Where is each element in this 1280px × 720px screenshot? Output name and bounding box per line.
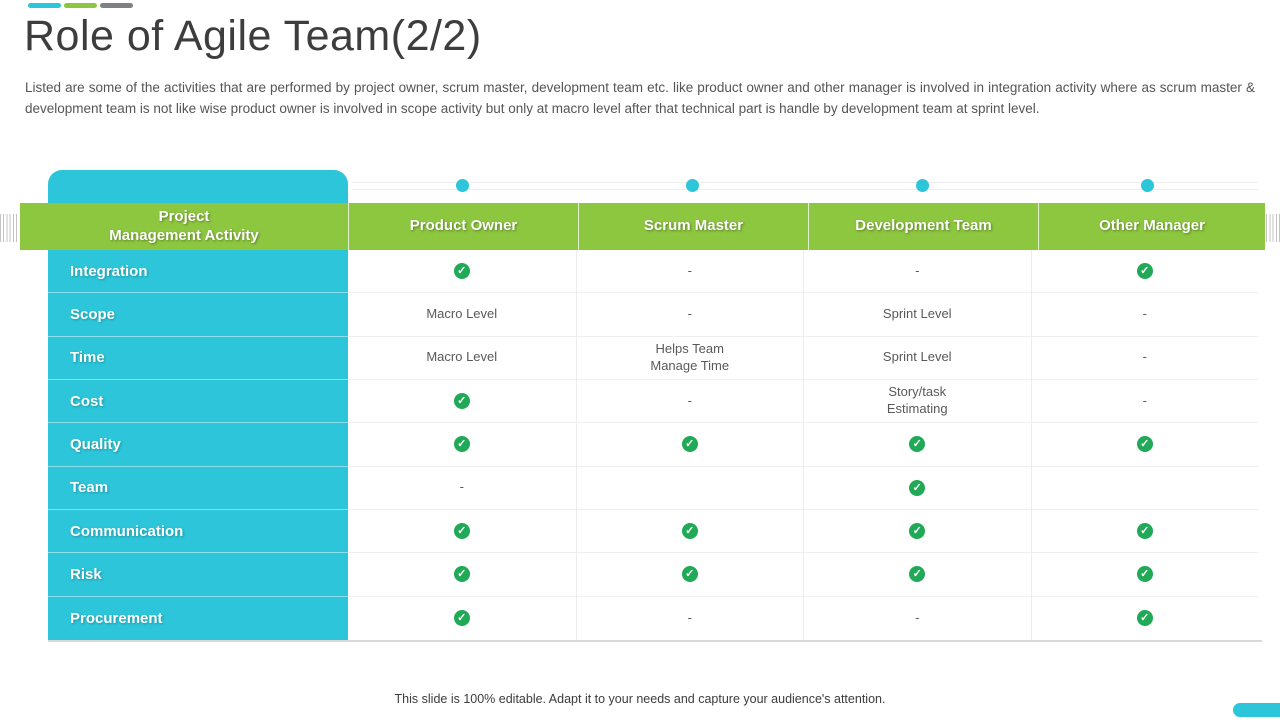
check-icon: ✓ — [453, 566, 470, 583]
activity-label: Communication — [48, 510, 348, 554]
right-fringe-decoration — [1263, 214, 1280, 242]
left-fringe-decoration — [0, 214, 17, 242]
header-cell-development-team: Development Team — [808, 203, 1038, 250]
check-icon: ✓ — [453, 523, 470, 540]
activity-label: Cost — [48, 380, 348, 424]
column-marker-dot — [456, 179, 469, 192]
table-cell: ✓ — [575, 509, 803, 554]
table-row: Risk ✓ ✓ ✓ ✓ — [48, 553, 1258, 597]
check-icon: ✓ — [453, 393, 470, 410]
footer-note: This slide is 100% editable. Adapt it to… — [394, 692, 886, 706]
table-cell: - — [575, 379, 803, 424]
table-cell: - — [575, 596, 804, 640]
page-title: Role of Agile Team(2/2) — [24, 12, 482, 60]
table-cell: - — [803, 250, 1031, 294]
table-cell — [575, 466, 803, 510]
table-cell: ✓ — [575, 553, 803, 597]
table-cell: ✓ — [348, 510, 576, 554]
check-icon: ✓ — [909, 479, 926, 496]
table-row: Cost ✓ -Story/task Estimating- — [48, 379, 1258, 424]
table-cell: ✓ — [1030, 250, 1258, 294]
check-icon: ✓ — [453, 263, 470, 280]
table-cell: - — [575, 293, 803, 337]
table-cell: Sprint Level — [803, 336, 1031, 380]
table-cell: - — [575, 250, 803, 294]
table-cell: Macro Level — [348, 293, 576, 337]
table-row: Team- ✓ — [48, 466, 1258, 510]
table-cell: ✓ — [348, 423, 576, 467]
table-cell: Macro Level — [348, 337, 576, 380]
check-icon: ✓ — [1136, 523, 1153, 540]
activity-label: Time — [48, 337, 348, 380]
activity-label: Scope — [48, 293, 348, 337]
table-cell: - — [348, 467, 576, 510]
column-marker-dot — [686, 179, 699, 192]
activity-label: Risk — [48, 553, 348, 597]
table-row: Quality ✓ ✓ ✓ ✓ — [48, 423, 1258, 467]
corner-accent-pill — [1233, 703, 1280, 717]
activity-label: Procurement — [70, 609, 163, 627]
table-cell: ✓ — [575, 423, 803, 467]
table-cell: ✓ — [803, 466, 1031, 510]
header-cell-product-owner: Product Owner — [348, 203, 578, 250]
table-cell: ✓ — [1030, 509, 1258, 554]
table-cell: - — [1030, 379, 1258, 424]
check-icon: ✓ — [1136, 436, 1153, 453]
table-cell: ✓ — [348, 597, 576, 640]
table-cell: Sprint Level — [803, 293, 1031, 337]
column-marker-dot — [916, 179, 929, 192]
table-header: Project Management Activity Product Owne… — [20, 203, 1265, 250]
table-cell: ✓ — [803, 423, 1031, 467]
header-cell-scrum-master: Scrum Master — [578, 203, 808, 250]
check-icon: ✓ — [1136, 263, 1153, 280]
table-cell: - — [1030, 293, 1258, 337]
check-icon: ✓ — [909, 436, 926, 453]
table-cell: - — [1030, 336, 1258, 380]
table-row: Communication ✓ ✓ ✓ ✓ — [48, 509, 1258, 554]
table-cell: ✓ — [803, 553, 1031, 597]
activity-label: Integration — [48, 250, 348, 294]
check-icon: ✓ — [681, 436, 698, 453]
table-cell — [1030, 466, 1258, 510]
activity-label: Quality — [48, 423, 348, 467]
table-cell: ✓ — [1030, 423, 1258, 467]
accent-bar-gray — [100, 3, 133, 8]
table-cell: ✓ — [348, 250, 576, 294]
check-icon: ✓ — [681, 566, 698, 583]
check-icon: ✓ — [909, 523, 926, 540]
table-cell: Story/task Estimating — [803, 379, 1031, 424]
slide-description: Listed are some of the activities that a… — [25, 80, 1255, 116]
table-cell: Helps Team Manage Time — [575, 336, 803, 380]
column-track-line — [352, 182, 1258, 190]
table-cell: ✓ — [803, 509, 1031, 554]
table-cell: ✓ — [1030, 553, 1258, 597]
header-cell-activity: Project Management Activity — [109, 207, 259, 244]
check-icon: ✓ — [681, 523, 698, 540]
table-cell: ✓ — [1030, 596, 1259, 640]
accent-bar-cyan — [28, 3, 61, 8]
column-marker-dot — [1141, 179, 1154, 192]
check-icon: ✓ — [453, 436, 470, 453]
table-bottom-line — [48, 640, 1262, 642]
accent-bar-green — [64, 3, 97, 8]
table-row: Integration ✓ -- ✓ — [48, 250, 1258, 294]
header-cell-other-manager: Other Manager — [1038, 203, 1265, 250]
accent-bars — [28, 3, 133, 8]
table-cell: ✓ — [348, 553, 576, 597]
activity-label: Team — [48, 467, 348, 510]
check-icon: ✓ — [909, 566, 926, 583]
check-icon: ✓ — [1136, 610, 1153, 627]
table-cell: - — [803, 596, 1031, 640]
check-icon: ✓ — [453, 610, 470, 627]
table-cell: ✓ — [348, 380, 576, 424]
table-row: Procurement ✓ -- ✓ — [48, 596, 1259, 640]
check-icon: ✓ — [1136, 566, 1153, 583]
